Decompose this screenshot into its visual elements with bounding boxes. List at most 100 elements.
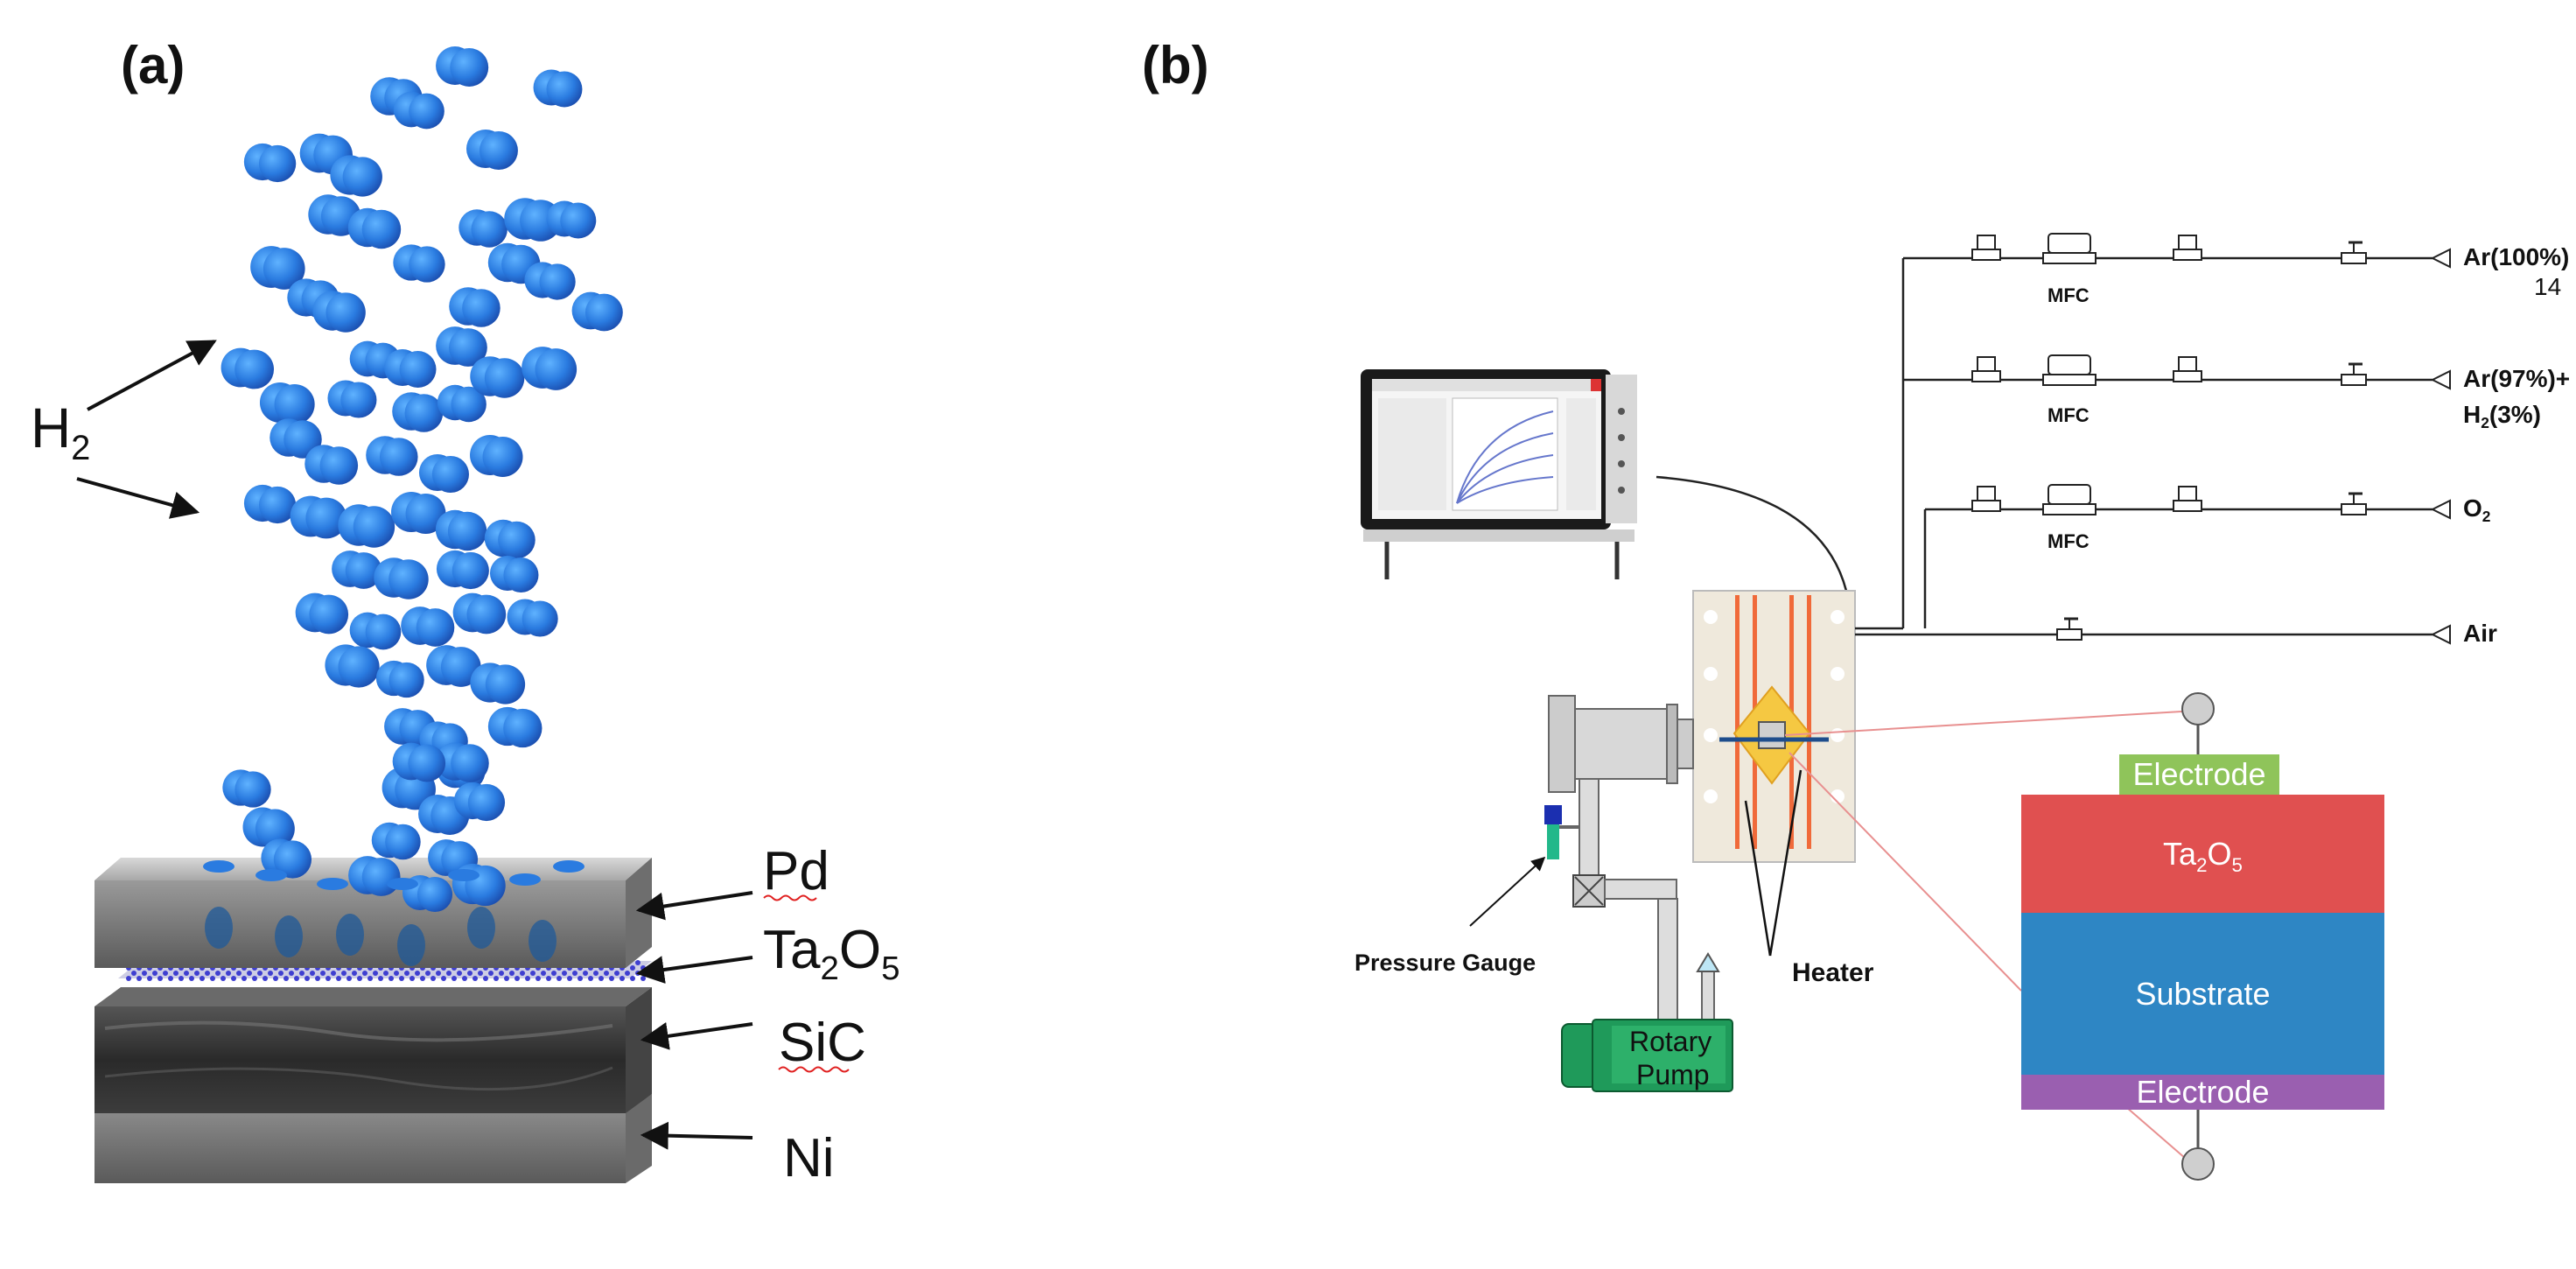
- ta2o5-dot: [268, 971, 273, 976]
- ta2o5-dot: [289, 971, 294, 976]
- ta2o5-dot: [536, 976, 541, 981]
- ta2o5-dot: [278, 971, 284, 976]
- ta2o5-dot: [394, 971, 399, 976]
- ta2o5-dot: [331, 971, 336, 976]
- ta2o5-dot: [210, 976, 215, 981]
- regulator-base: [2173, 249, 2202, 261]
- h2-molecule-atom: [379, 438, 418, 476]
- ta2o5-dot: [499, 971, 504, 976]
- ta2o5-dot: [425, 971, 430, 976]
- sic-arrow: [640, 1022, 753, 1050]
- h2-molecule-atom: [273, 840, 312, 879]
- regulator-body: [2178, 235, 2197, 250]
- ta2o5-dot: [336, 976, 341, 981]
- h2-molecule-atom: [584, 293, 623, 332]
- furnace: [1692, 590, 1856, 863]
- h2-molecule-atom: [258, 144, 297, 183]
- ta2o5-dot: [362, 971, 368, 976]
- h2-molecule-atom: [388, 559, 429, 599]
- ta2o5-dot: [567, 976, 572, 981]
- regulator-body: [2178, 356, 2197, 372]
- h2-molecule-atom: [385, 824, 421, 860]
- gas-label-ar100: Ar(100%): [2463, 243, 2570, 270]
- ta2o5-dot: [593, 971, 598, 976]
- h2-molecule-atom: [262, 248, 305, 290]
- h2-molecule-atom: [522, 600, 558, 637]
- h2-molecule-atom: [365, 613, 402, 650]
- ar100-inlet-arrow: [2430, 248, 2451, 269]
- top-electrode: Electrode: [2119, 754, 2279, 795]
- embedded-molecule: [205, 907, 233, 949]
- ta2o5-dot: [420, 976, 425, 981]
- air-inlet-arrow: [2430, 624, 2451, 645]
- gas-manifold: [1855, 256, 2432, 636]
- ta2o5-dot: [184, 971, 189, 976]
- h2-molecule-atom: [340, 382, 377, 418]
- h2-molecule-atom: [274, 383, 315, 425]
- h2-molecule-atom: [399, 351, 437, 388]
- valve-body: [2056, 628, 2082, 641]
- ta2o5-dot: [478, 971, 483, 976]
- ta2o5-dot: [541, 971, 546, 976]
- ta2o5-dot: [457, 971, 462, 976]
- bottom-electrode: Electrode: [2021, 1075, 2384, 1110]
- ta2o5-dot: [640, 965, 646, 971]
- ta2o5-dot: [315, 976, 320, 981]
- h2-molecule-atom: [305, 497, 347, 539]
- ta2o5-dot: [562, 971, 567, 976]
- ta2o5-dot: [588, 976, 593, 981]
- rotary-pump: [1561, 1019, 1733, 1092]
- h2-label: H2: [31, 396, 91, 467]
- ta2o5-dot: [220, 976, 226, 981]
- regulator-body: [2178, 486, 2197, 501]
- h2-molecule-atom: [449, 328, 487, 367]
- ta2o5-dot: [262, 976, 268, 981]
- stray-number: 14: [2534, 273, 2562, 300]
- pd-squiggle: [763, 894, 817, 901]
- ta2o5-dot: [514, 976, 520, 981]
- ta2o5-dot: [551, 971, 556, 976]
- h2-molecule-atom: [416, 876, 453, 913]
- h2-molecule-atom: [234, 349, 275, 389]
- h2-molecule-atom: [319, 446, 359, 485]
- regulator-base: [1971, 500, 2001, 512]
- ta2o5-dot: [226, 971, 231, 976]
- h2-molecule-atom: [255, 809, 295, 849]
- ta2o5-dot: [614, 971, 620, 976]
- valve-body: [2341, 252, 2367, 264]
- mfc-label-2: MFC: [2048, 404, 2090, 426]
- h2-molecule-atom: [479, 131, 518, 170]
- heater-arrow-left: [1768, 769, 1802, 957]
- ta2o5-dot: [200, 976, 205, 981]
- ta2o5-dot: [583, 971, 588, 976]
- surface-molecule: [448, 869, 480, 881]
- ta2o5-dot: [368, 976, 373, 981]
- gas-label-arh2-line2: H2(3%): [2463, 401, 2542, 432]
- h2-molecule-atom: [408, 744, 446, 782]
- heater-arrow-right: [1744, 800, 1772, 957]
- h2-arrow-upper: [87, 340, 217, 411]
- ta2o5-dot: [242, 976, 247, 981]
- h2-molecule-atom: [404, 394, 444, 432]
- h2-molecule-atom: [466, 594, 507, 634]
- ta2o5-dot: [357, 976, 362, 981]
- sic-squiggle: [778, 1066, 850, 1073]
- pump-label-line2: Pump: [1636, 1059, 1710, 1090]
- h2-molecule-atom: [361, 858, 401, 896]
- ta2o5-dot: [299, 971, 304, 976]
- surface-molecule: [509, 873, 541, 886]
- sic-layer: [94, 987, 652, 1113]
- ta2o5-dot: [194, 971, 200, 976]
- ta2o5-dot: [436, 971, 441, 976]
- vacuum-chamber: [1548, 695, 1694, 1022]
- surface-molecule: [387, 878, 418, 890]
- mfc-box: [2048, 233, 2091, 254]
- ta2o5-dot: [142, 971, 147, 976]
- ta2o5-dot: [452, 976, 457, 981]
- h2-molecule-atom: [405, 494, 446, 534]
- regulator-base: [1971, 370, 2001, 382]
- ta2o5-dot: [158, 976, 163, 981]
- bottom-probe: [2181, 1110, 2215, 1181]
- ta2o5-dot: [173, 971, 178, 976]
